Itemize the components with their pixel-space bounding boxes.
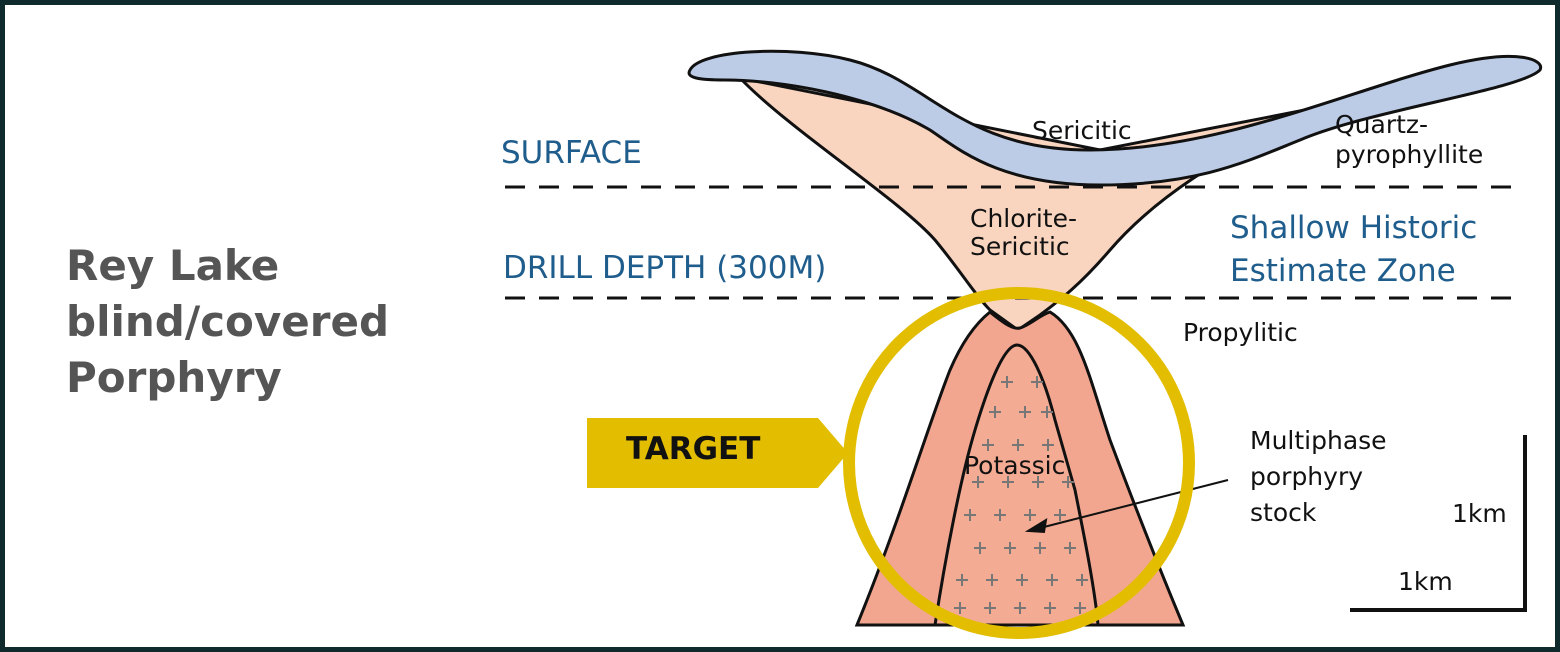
plus-mark	[1054, 509, 1066, 521]
label-line: stock	[1250, 498, 1317, 527]
plus-mark	[1042, 439, 1054, 451]
sericitic-zone	[687, 49, 1543, 187]
potassic-label: Potassic	[964, 451, 1066, 480]
plus-mark	[1016, 574, 1028, 586]
zone-line: Estimate Zone	[1230, 253, 1456, 289]
propylitic-label: Propylitic	[1183, 318, 1298, 347]
porphyry-stock	[933, 343, 1100, 627]
plus-mark	[1031, 376, 1043, 388]
plus-mark	[1004, 542, 1016, 554]
zone-line: Shallow Historic	[1230, 210, 1478, 246]
quartz-pyrophyllite-label: Quartz- pyrophyllite	[1335, 110, 1483, 170]
plus-mark	[984, 602, 996, 614]
label-line: porphyry	[1250, 462, 1364, 491]
scale-bar	[1350, 435, 1527, 612]
plus-pattern	[954, 376, 1088, 614]
plus-mark	[1044, 602, 1056, 614]
shallow-historic-zone-label: Shallow Historic Estimate Zone	[1230, 207, 1477, 293]
target-label: TARGET	[626, 431, 761, 467]
scale-vertical-label: 1km	[1452, 499, 1507, 528]
drill-depth-label: DRILL DEPTH (300M)	[503, 250, 827, 286]
plus-mark	[974, 542, 986, 554]
label-line: Chlorite-	[970, 204, 1077, 233]
plus-mark	[1076, 574, 1088, 586]
plus-mark	[1064, 542, 1076, 554]
plus-mark	[1046, 574, 1058, 586]
title-line: blind/covered	[66, 297, 390, 346]
label-line: Quartz-	[1335, 110, 1429, 139]
title-line: Porphyry	[66, 353, 282, 402]
plus-mark	[1019, 406, 1031, 418]
plus-mark	[956, 574, 968, 586]
plus-mark	[1032, 476, 1044, 488]
plus-mark	[1024, 509, 1036, 521]
sericitic-label: Sericitic	[1032, 116, 1132, 145]
plus-mark	[989, 406, 1001, 418]
arrowhead-icon	[1024, 518, 1048, 534]
multiphase-stock-label: Multiphase porphyry stock	[1250, 423, 1387, 531]
plus-mark	[1074, 602, 1086, 614]
plus-mark	[964, 509, 976, 521]
plus-mark	[1002, 476, 1014, 488]
stock-pointer-arrow	[1039, 479, 1229, 529]
plus-mark	[982, 439, 994, 451]
plus-mark	[972, 476, 984, 488]
plus-mark	[1062, 476, 1074, 488]
plus-mark	[1012, 439, 1024, 451]
plus-mark	[1041, 406, 1053, 418]
label-line: Sericitic	[970, 232, 1070, 261]
label-line: Multiphase	[1250, 426, 1387, 455]
scale-horizontal-label: 1km	[1398, 567, 1453, 596]
plus-mark	[986, 574, 998, 586]
chlorite-sericitic-label: Chlorite- Sericitic	[970, 205, 1077, 261]
diagram-title: Rey Lake blind/covered Porphyry	[66, 238, 389, 406]
title-line: Rey Lake	[66, 241, 280, 290]
label-line: pyrophyllite	[1335, 140, 1484, 169]
plus-mark	[1014, 602, 1026, 614]
plus-mark	[1001, 376, 1013, 388]
surface-label: SURFACE	[501, 135, 642, 171]
target-circle	[843, 287, 1195, 639]
plus-mark	[994, 509, 1006, 521]
plus-mark	[1034, 542, 1046, 554]
plus-mark	[954, 602, 966, 614]
target-arrow-shape	[587, 418, 848, 488]
